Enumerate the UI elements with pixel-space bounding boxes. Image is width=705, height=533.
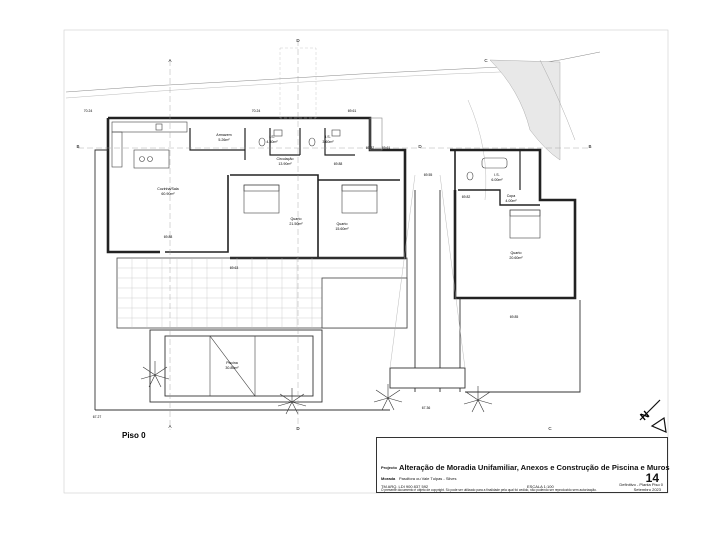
room-name: Quarto bbox=[337, 222, 348, 226]
room-name: Quarto bbox=[291, 217, 302, 221]
level-value: 69.82 bbox=[366, 146, 375, 150]
sheet-border bbox=[63, 29, 669, 494]
date-label: Setembro 2023 bbox=[633, 487, 661, 492]
palm-tree bbox=[140, 361, 170, 388]
level-value: 69.55 bbox=[424, 173, 433, 177]
level-value: 69.61 bbox=[348, 109, 357, 113]
room-name: Copa bbox=[507, 194, 516, 198]
sight-line bbox=[439, 174, 466, 369]
north-arrow-icon bbox=[639, 399, 667, 433]
project-title: Alteração de Moradia Unifamiliar, Anexos… bbox=[399, 463, 670, 472]
room-labels: Cozinha/Sala 60.90m² Armazem 5.26m² I.S.… bbox=[157, 133, 523, 370]
bed-furniture bbox=[243, 184, 541, 239]
section-box bbox=[279, 47, 317, 119]
section-mark: D bbox=[418, 144, 422, 149]
palm-tree bbox=[463, 386, 493, 413]
sight-line bbox=[389, 174, 416, 369]
site-walls bbox=[94, 149, 581, 411]
room-area: 3.60m² bbox=[322, 140, 334, 144]
room-area: 13.90m² bbox=[278, 162, 292, 166]
room-name: Quarto bbox=[511, 251, 522, 255]
footnote: O presente documento é objeto de copyrig… bbox=[381, 488, 597, 492]
floor-label: Piso 0 bbox=[122, 431, 146, 440]
rock-hatch bbox=[489, 59, 561, 161]
address-label: Morada bbox=[381, 476, 396, 481]
deck-bridge bbox=[389, 367, 466, 389]
room-name: Circulação bbox=[277, 157, 294, 161]
level-value: 67.27 bbox=[93, 415, 102, 419]
room-name: Armazem bbox=[216, 133, 231, 137]
level-value: 69.88 bbox=[164, 235, 173, 239]
main-house-walls bbox=[106, 116, 407, 260]
phase-label: Definitivo - Planta Piso 0 bbox=[619, 482, 663, 487]
bathroom-fixtures bbox=[258, 129, 508, 181]
room-area: 4.00m² bbox=[505, 199, 517, 203]
level-value: 70.24 bbox=[252, 109, 261, 113]
room-area: 30.80m² bbox=[225, 366, 239, 370]
address-value: Pasdfora ou Vale Tulpas - Silves bbox=[399, 476, 457, 481]
section-mark: D bbox=[296, 426, 300, 431]
room-area: 20.60m² bbox=[509, 256, 523, 260]
level-value: 67.36 bbox=[422, 406, 431, 410]
level-value: 69.63 bbox=[230, 266, 239, 270]
terrain-line bbox=[65, 65, 561, 99]
section-mark: D bbox=[296, 38, 300, 43]
terrain-line bbox=[65, 51, 601, 93]
project-label: Projecto bbox=[381, 465, 398, 470]
section-mark: B bbox=[76, 144, 79, 149]
section-mark: A bbox=[168, 424, 171, 429]
room-name: I.S. bbox=[494, 173, 499, 177]
room-area: 21.50m² bbox=[289, 222, 303, 226]
scale-label: ESCALA 1:100 bbox=[527, 484, 554, 489]
room-area: 6.00m² bbox=[491, 178, 503, 182]
level-value: 69.85 bbox=[510, 315, 519, 319]
section-mark: C bbox=[548, 426, 552, 431]
title-block: Projecto Alteração de Moradia Unifamilia… bbox=[376, 437, 670, 493]
pool bbox=[149, 329, 323, 403]
annex-walls bbox=[450, 148, 577, 300]
room-area: 60.90m² bbox=[161, 192, 175, 196]
palm-tree bbox=[277, 388, 307, 415]
sheet-number: 14 bbox=[645, 471, 659, 485]
room-name: Piscina bbox=[226, 361, 238, 365]
level-value: 69.88 bbox=[334, 162, 343, 166]
north-letter: N bbox=[638, 409, 652, 423]
palm-tree bbox=[373, 384, 403, 411]
section-lines bbox=[78, 40, 590, 430]
technician-line: TM ARQ. LDI 900 837 592 bbox=[381, 484, 429, 489]
room-area: 5.26m² bbox=[218, 138, 230, 142]
room-area: 15.60m² bbox=[335, 227, 349, 231]
section-mark: A bbox=[168, 58, 171, 63]
room-area: 4.30m² bbox=[266, 140, 278, 144]
level-value: 70.24 bbox=[84, 109, 93, 113]
section-mark: B bbox=[588, 144, 591, 149]
room-name: I.S. bbox=[269, 135, 274, 139]
terrain-line bbox=[539, 59, 576, 141]
room-name: I.S. bbox=[325, 135, 330, 139]
level-markers: 70.24 70.24 69.61 69.82 69.61 69.55 69.8… bbox=[84, 109, 519, 419]
section-mark: C bbox=[484, 58, 488, 63]
kitchen-furniture bbox=[111, 121, 188, 169]
room-name: Cozinha/Sala bbox=[157, 187, 178, 191]
level-value: 69.61 bbox=[382, 146, 391, 150]
terrace-paving bbox=[116, 117, 408, 329]
level-value: 69.82 bbox=[462, 195, 471, 199]
